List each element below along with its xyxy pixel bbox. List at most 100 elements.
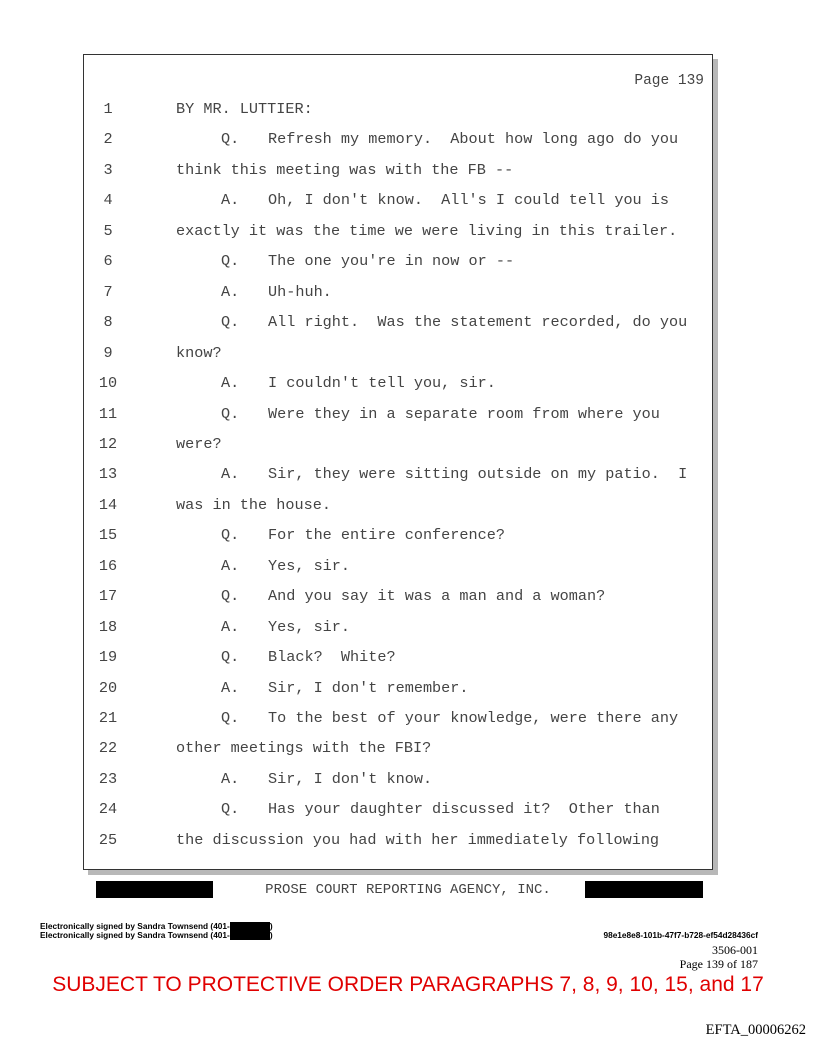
line-content: And you say it was a man and a woman? bbox=[268, 587, 606, 606]
line-content: All right. Was the statement recorded, d… bbox=[268, 313, 688, 332]
line-content: Uh-huh. bbox=[268, 282, 332, 301]
line-number: 11 bbox=[98, 404, 118, 423]
line-content: exactly it was the time we were living i… bbox=[176, 221, 678, 240]
line-content: For the entire conference? bbox=[268, 526, 505, 545]
qa-marker: A. bbox=[221, 465, 240, 484]
line-content: I couldn't tell you, sir. bbox=[268, 374, 496, 393]
line-content: Yes, sir. bbox=[268, 556, 351, 575]
line-number: 10 bbox=[98, 374, 118, 393]
transcript-line: 25 the discussion you had with her immedi… bbox=[84, 831, 704, 851]
transcript-line: 22 other meetings with the FBI? bbox=[84, 739, 704, 759]
line-text: A. Yes, sir. bbox=[221, 618, 350, 636]
line-number: 21 bbox=[98, 709, 118, 727]
line-number: 4 bbox=[103, 191, 113, 210]
agency-name: PROSE COURT REPORTING AGENCY, INC. bbox=[265, 882, 551, 898]
line-text: A.Sir, they were sitting outside on my p… bbox=[221, 465, 687, 483]
line-content: Yes, sir. bbox=[268, 617, 351, 636]
line-content: Sir, I don't remember. bbox=[268, 678, 469, 697]
qa-marker: A. bbox=[221, 282, 240, 301]
qa-marker: Q. bbox=[221, 313, 240, 332]
line-content: BY MR. LUTTIER: bbox=[176, 100, 313, 118]
signature-text: Electronically signed by Sandra Townsend… bbox=[40, 930, 230, 940]
line-text: Q. Refresh my memory. About how long ago … bbox=[221, 130, 678, 148]
page-header: Page 139 bbox=[634, 73, 704, 89]
signature-text: Electronically signed by Sandra Townsend… bbox=[40, 921, 230, 931]
line-text: the discussion you had with her immediat… bbox=[176, 831, 659, 849]
line-number: 22 bbox=[98, 739, 118, 758]
line-text: was in the house. bbox=[176, 496, 331, 514]
qa-marker: A. bbox=[221, 617, 240, 636]
line-number: 2 bbox=[103, 130, 113, 149]
case-number: 3506-001 bbox=[712, 943, 758, 957]
line-number: 12 bbox=[98, 434, 118, 453]
redaction-bar bbox=[585, 881, 703, 898]
qa-marker: Q. bbox=[221, 526, 240, 545]
line-text: Q. For the entire conference? bbox=[221, 526, 505, 544]
transcript-line: 4 A.Oh, I don't know. All's I could tell … bbox=[84, 191, 704, 211]
line-text: A.Oh, I don't know. All's I could tell y… bbox=[221, 191, 669, 209]
line-content: Black? White? bbox=[268, 648, 396, 667]
protective-order-notice: SUBJECT TO PROTECTIVE ORDER PARAGRAPHS 7… bbox=[52, 973, 764, 996]
qa-marker: Q. bbox=[221, 800, 240, 819]
line-text: know? bbox=[176, 344, 222, 362]
line-number: 6 bbox=[103, 252, 113, 271]
transcript-line: 5 exactly it was the time we were living … bbox=[84, 222, 704, 242]
transcript-line: 10 A.I couldn't tell you, sir. bbox=[84, 374, 704, 394]
qa-marker: Q. bbox=[221, 130, 240, 149]
qa-marker: A. bbox=[221, 769, 240, 788]
transcript-line: 6 Q. The one you're in now or -- bbox=[84, 252, 704, 272]
line-content: know? bbox=[176, 343, 222, 362]
signature-line: Electronically signed by Sandra Townsend… bbox=[40, 930, 273, 941]
transcript-line: 11 Q. Were they in a separate room from wh… bbox=[84, 405, 704, 425]
document-hash: 98e1e8e8-101b-47f7-b728-ef54d28436cf bbox=[603, 930, 758, 940]
line-text: Q. To the best of your knowledge, were th… bbox=[221, 709, 678, 727]
line-content: were? bbox=[176, 434, 222, 453]
line-number: 20 bbox=[98, 678, 118, 697]
qa-marker: Q. bbox=[221, 709, 240, 727]
line-content: think this meeting was with the FB -- bbox=[176, 160, 514, 179]
line-text: A.I couldn't tell you, sir. bbox=[221, 374, 496, 392]
transcript-line: 14 was in the house. bbox=[84, 496, 704, 516]
line-number: 5 bbox=[103, 221, 113, 240]
line-number: 14 bbox=[98, 495, 118, 514]
line-text: think this meeting was with the FB -- bbox=[176, 161, 513, 179]
line-content: Refresh my memory. About how long ago do… bbox=[268, 130, 679, 149]
line-text: A. Sir, I don't remember. bbox=[221, 679, 469, 697]
line-content: was in the house. bbox=[176, 495, 331, 514]
qa-marker: Q. bbox=[221, 404, 240, 423]
line-number: 18 bbox=[98, 617, 118, 636]
transcript-line: 15 Q. For the entire conference? bbox=[84, 526, 704, 546]
line-text: A. Sir, I don't know. bbox=[221, 770, 432, 788]
redaction-bar bbox=[96, 881, 213, 898]
qa-marker: Q. bbox=[221, 252, 240, 271]
qa-marker: A. bbox=[221, 678, 240, 697]
line-content: Were they in a separate room from where … bbox=[268, 404, 660, 423]
line-content: To the best of your knowledge, were ther… bbox=[268, 709, 679, 727]
line-content: The one you're in now or -- bbox=[268, 252, 515, 271]
line-content: Has your daughter discussed it? Other th… bbox=[268, 800, 660, 819]
qa-marker: A. bbox=[221, 556, 240, 575]
line-content: Sir, I don't know. bbox=[268, 769, 433, 788]
transcript-line: 12 were? bbox=[84, 435, 704, 455]
line-number: 13 bbox=[98, 465, 118, 484]
line-text: were? bbox=[176, 435, 222, 453]
line-text: other meetings with the FBI? bbox=[176, 739, 431, 757]
line-number: 3 bbox=[103, 160, 113, 179]
line-number: 25 bbox=[98, 830, 118, 849]
line-text: BY MR. LUTTIER: bbox=[176, 100, 313, 118]
qa-marker: Q. bbox=[221, 587, 240, 606]
line-text: A. Uh-huh. bbox=[221, 283, 332, 301]
line-number: 15 bbox=[98, 526, 118, 545]
qa-marker: Q. bbox=[221, 648, 240, 667]
line-content: the discussion you had with her immediat… bbox=[176, 830, 660, 849]
